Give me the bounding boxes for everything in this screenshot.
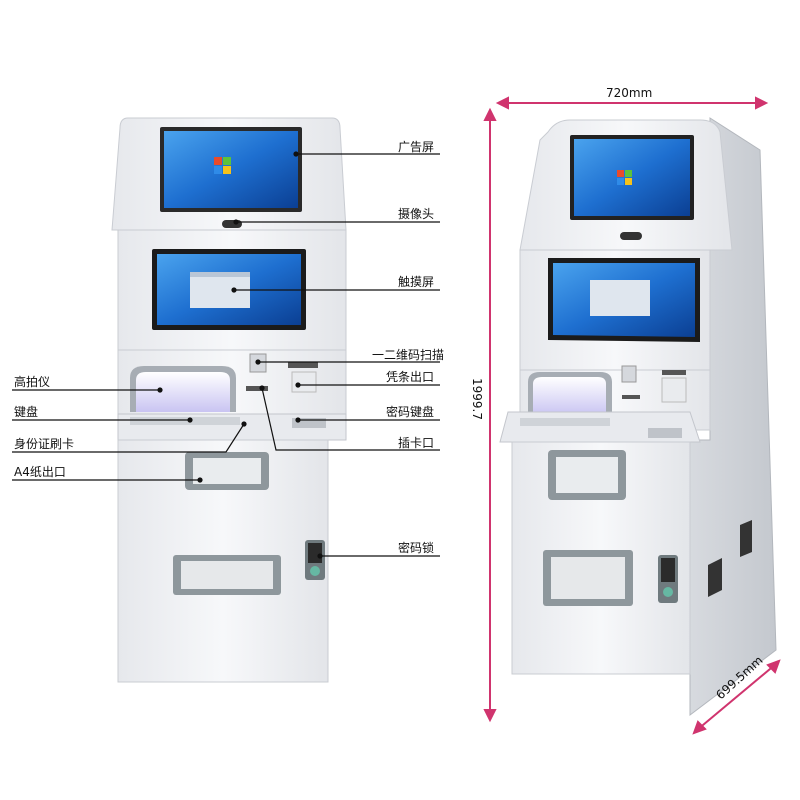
callout-lines — [12, 151, 440, 559]
label-qr-scanner: 一二维码扫描 — [372, 348, 445, 362]
dimension-lines — [483, 96, 781, 735]
label-document-camera: 高拍仪 — [14, 375, 51, 389]
label-card-slot: 插卡口 — [398, 436, 435, 450]
label-touch-screen: 触摸屏 — [398, 275, 435, 289]
label-ad-screen: 广告屏 — [398, 140, 435, 154]
label-password-lock: 密码锁 — [398, 541, 435, 555]
dimension-height: 1999.7 — [470, 378, 484, 420]
dimension-width: 720mm — [606, 86, 653, 100]
label-a4-outlet: A4纸出口 — [14, 465, 66, 479]
front-kiosk — [111, 117, 347, 683]
label-pin-pad: 密码键盘 — [386, 405, 435, 419]
perspective-kiosk — [499, 117, 777, 717]
label-receipt-outlet: 凭条出口 — [386, 370, 435, 384]
label-id-card-swipe: 身份证刷卡 — [14, 437, 75, 451]
label-keyboard: 键盘 — [14, 405, 39, 419]
label-camera: 摄像头 — [398, 207, 435, 221]
